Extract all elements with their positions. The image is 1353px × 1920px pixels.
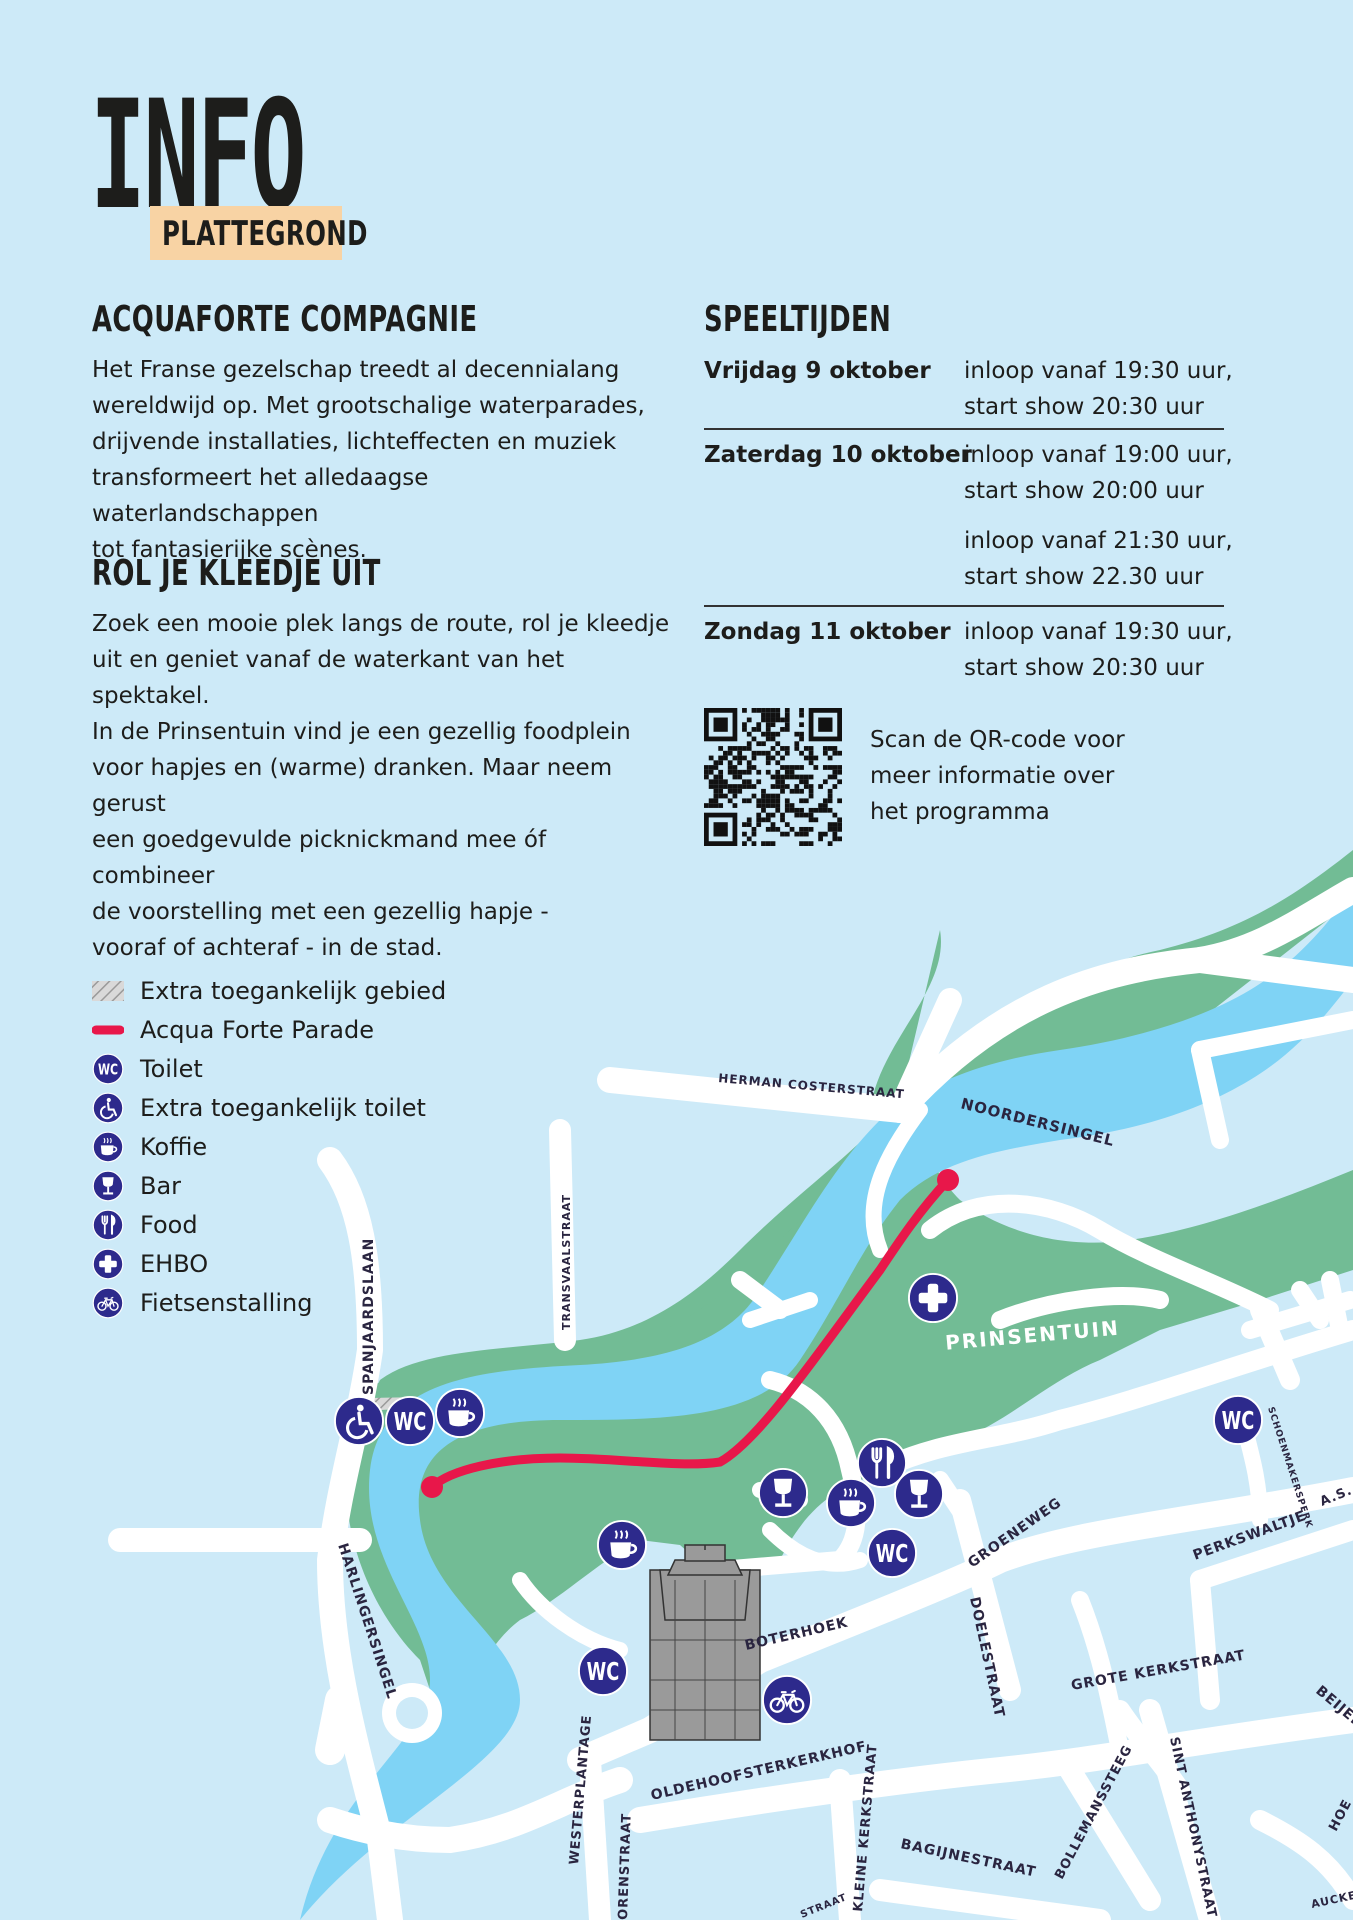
bicycle-icon (761, 1674, 813, 1726)
rollout-heading: ROL JE KLEEDJE UIT (92, 553, 381, 594)
about-heading: ACQUAFORTE COMPAGNIE (92, 299, 478, 340)
svg-text:WC: WC (98, 1062, 118, 1079)
street-spanjaardslaan: SPANJAARDSLAAN (361, 1238, 377, 1395)
street-orenstraat: ORENSTRAAT (616, 1813, 635, 1920)
schedule-day: Vrijdag 9 oktober (704, 358, 931, 384)
page-title: INFO (90, 69, 307, 243)
street-transvaalstraat: TRANSVAALSTRAAT (560, 1194, 573, 1330)
page-subtitle: PLATTEGROND (162, 214, 368, 254)
wheelchair-icon (333, 1395, 385, 1447)
wc-icon: WC (1212, 1394, 1264, 1446)
first-aid-icon (907, 1272, 959, 1324)
divider (704, 428, 1224, 430)
qr-code[interactable] (704, 708, 842, 846)
coffee-icon (825, 1477, 877, 1529)
svg-text:WC: WC (394, 1408, 427, 1437)
subtitle-box (150, 206, 342, 260)
route-line-icon (92, 1025, 124, 1035)
qr-caption: Scan de QR-code voor meer informatie ove… (870, 727, 1125, 825)
wine-glass-icon (757, 1467, 809, 1519)
schedule-day: Zaterdag 10 oktober (704, 442, 972, 468)
fork-knife-icon (856, 1437, 908, 1489)
fork-knife-icon (92, 1209, 124, 1241)
wc-icon: WC (384, 1395, 436, 1447)
schedule-day: Zondag 11 oktober (704, 619, 951, 645)
coffee-icon (434, 1387, 486, 1439)
first-aid-icon (92, 1248, 124, 1280)
coffee-icon (92, 1131, 124, 1163)
about-text: Het Franse gezelschap treedt al decennia… (92, 357, 645, 563)
coffee-icon (596, 1519, 648, 1571)
schedule-heading: SPEELTIJDEN (704, 299, 892, 340)
parade-route (427, 1175, 953, 1492)
divider (704, 605, 1224, 607)
wc-icon: WC (866, 1527, 918, 1579)
svg-text:WC: WC (587, 1658, 620, 1687)
church-tower (649, 1544, 761, 1741)
svg-text:WC: WC (1222, 1407, 1255, 1436)
street-hoe: HOE (1326, 1797, 1353, 1834)
wc-icon: WC (92, 1053, 124, 1085)
wine-glass-icon (92, 1170, 124, 1202)
street-bagijnestraat: BAGIJNESTRAAT (899, 1836, 1038, 1880)
hatch-swatch-icon (92, 981, 124, 1001)
bicycle-icon (92, 1287, 124, 1319)
svg-text:WC: WC (876, 1540, 909, 1569)
canal (300, 890, 1353, 1920)
wheelchair-icon (92, 1092, 124, 1124)
wc-icon: WC (577, 1645, 629, 1697)
wine-glass-icon (893, 1468, 945, 1520)
rollout-text: Zoek een mooie plek langs de route, rol … (92, 611, 670, 961)
